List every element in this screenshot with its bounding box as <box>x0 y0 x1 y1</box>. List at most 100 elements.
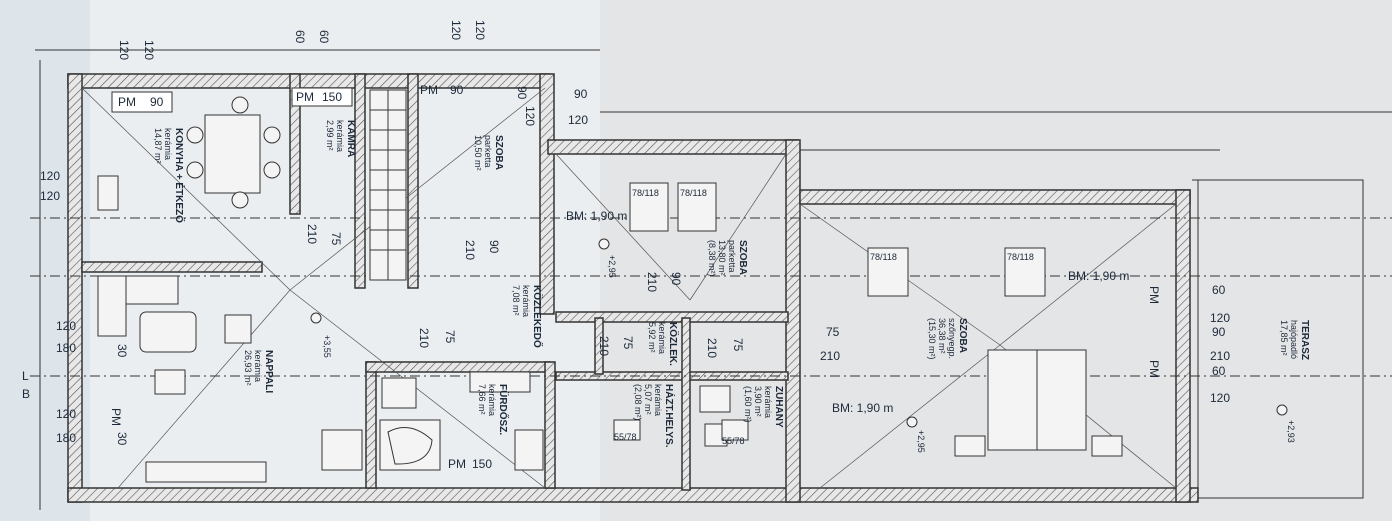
room-name: ZUHANY <box>773 386 784 428</box>
room-area-secondary: (1,60 m²) <box>743 386 753 423</box>
level-label: +2,93 <box>1286 420 1296 443</box>
headroom-label: BM: 1,90 m <box>566 209 627 223</box>
skylight-label: 78/118 <box>870 252 897 262</box>
room-area: 14,87 m² <box>153 128 163 164</box>
toilet <box>381 377 417 409</box>
dim: 120 <box>142 40 156 60</box>
window-tag-value: 90 <box>150 95 164 109</box>
top-dimension-lines <box>35 49 1392 510</box>
dim: 180 <box>56 431 76 445</box>
window-tag-value: 150 <box>322 90 342 104</box>
dim: 60 <box>317 30 331 44</box>
dim: 60 <box>1212 283 1226 297</box>
right-dimensions: 60 120 90 210 60 120 <box>1210 283 1230 405</box>
room-name: KÖZLEK. <box>667 322 680 366</box>
room-szoba-2: SZOBA parketta 13,80 m² (8,38 m²) <box>707 240 748 277</box>
dim: 75 <box>329 232 343 246</box>
dim: 120 <box>568 113 588 127</box>
room-area-secondary: (8,38 m²) <box>707 240 717 277</box>
dim: 75 <box>731 338 745 352</box>
room-floor: kerámia <box>763 386 773 418</box>
window-tag-value: 90 <box>450 83 464 97</box>
dining-table <box>204 114 261 194</box>
dim: 210 <box>305 224 319 244</box>
dim: 90 <box>515 86 529 100</box>
dim: 120 <box>1210 391 1230 405</box>
dim: 120 <box>56 407 76 421</box>
window-tag: PM <box>420 83 438 97</box>
room-area: 7,08 m² <box>511 285 521 316</box>
headroom-labels: BM: 1,90 m BM: 1,90 m BM: 1,90 m <box>566 209 1129 415</box>
room-name: TERASZ <box>1299 320 1310 360</box>
room-area: 10,50 m² <box>473 135 483 171</box>
room-corridor-2: KÖZLEK. kerámia 5,92 m² <box>647 322 680 366</box>
dim: 90 <box>487 240 501 254</box>
level-markers: +3,55 +2,95 +2,95 +2,93 <box>310 238 1296 453</box>
window-tag: PM <box>1147 360 1161 378</box>
level-label: +2,95 <box>916 430 926 453</box>
room-floor: parketta <box>727 240 737 273</box>
room-area: 3,90 m² <box>753 386 763 417</box>
skylights: 78/118 78/118 78/118 78/118 55/78 55/78 <box>613 182 1046 446</box>
dim: 75 <box>826 325 840 339</box>
roof-lines <box>81 87 1177 489</box>
window-tag: PM <box>296 90 314 104</box>
room-floor: kerámia <box>657 322 667 354</box>
room-area: 13,80 m² <box>717 240 727 276</box>
skylight <box>721 419 749 441</box>
level-label: +2,95 <box>607 255 617 278</box>
room-name: KONYHA + ÉTKEZŐ <box>173 128 186 223</box>
skylight <box>613 419 641 441</box>
dim: 75 <box>443 330 457 344</box>
room-name: SZOBA <box>737 240 748 275</box>
walls <box>67 73 1199 503</box>
dim: 75 <box>621 336 635 350</box>
room-name: NAPPALI <box>263 350 274 393</box>
axis-mark: L <box>22 369 29 383</box>
dim: 60 <box>293 30 307 44</box>
left-dimensions: 120 120 120 180 120 180 <box>40 169 76 445</box>
bathtub <box>379 419 441 471</box>
room-floor: kerámia <box>163 128 173 160</box>
dim: 60 <box>1212 364 1226 378</box>
dim: 30 <box>115 432 129 446</box>
skylight-label: 55/78 <box>614 432 637 442</box>
room-floor: kerámia <box>253 350 263 382</box>
staircase <box>369 89 407 281</box>
dim: 210 <box>820 349 840 363</box>
room-pantry: KAMRA kerámia 2,99 m² <box>325 120 356 157</box>
window-tag: PM <box>109 408 123 426</box>
coffee-table <box>139 311 197 353</box>
room-floor: kerámia <box>521 285 531 317</box>
room-floor: kerámia <box>487 384 497 416</box>
room-name: KÖZLEKEDŐ <box>531 285 544 348</box>
room-labels: KONYHA + ÉTKEZŐ kerámia 14,87 m² KAMRA k… <box>153 120 1310 448</box>
dim: 120 <box>117 40 131 60</box>
window-tag-value: 150 <box>472 457 492 471</box>
skylight-label: 78/118 <box>1007 252 1034 262</box>
dim: 120 <box>40 169 60 183</box>
room-area: 36,38 m² <box>937 318 947 354</box>
room-area: 17,85 m² <box>1279 320 1289 356</box>
room-bathroom: FÜRDŐSZ. kerámia 7,66 m² <box>477 384 510 435</box>
room-area: 2,99 m² <box>325 120 335 151</box>
window-tag: PM <box>448 457 466 471</box>
level-label: +3,55 <box>322 335 332 358</box>
skylight <box>629 182 669 232</box>
skylight-label: 78/118 <box>680 188 707 198</box>
room-name: KAMRA <box>345 120 356 157</box>
headroom-label: BM: 1,90 m <box>832 401 893 415</box>
room-utility: HÁZT.HELYS. kerámia 5,07 m² (2,08 m²) <box>633 384 676 448</box>
room-floor: hajópadló <box>1289 320 1299 359</box>
room-area: 5,92 m² <box>647 322 657 353</box>
dim: 120 <box>449 20 463 40</box>
room-area: 26,93 m² <box>243 350 253 386</box>
room-name: SZOBA <box>957 318 968 353</box>
dim: 90 <box>574 87 588 101</box>
dim: 120 <box>1210 311 1230 325</box>
dim: 210 <box>705 338 719 358</box>
room-area-secondary: (2,08 m²) <box>633 384 643 421</box>
headroom-label: BM: 1,90 m <box>1068 269 1129 283</box>
dim: 30 <box>115 344 129 358</box>
